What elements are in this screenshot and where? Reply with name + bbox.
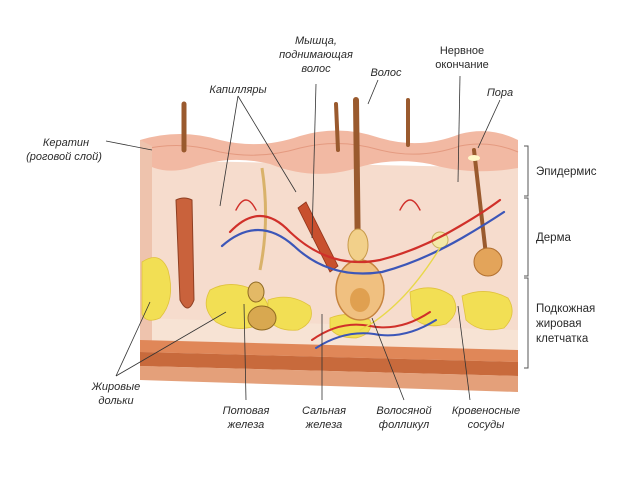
layer-labels: Эпидермис Дерма Подкожная жировая клетча… — [536, 166, 597, 345]
hair-papilla — [350, 288, 370, 312]
hair-shaft-center-2 — [334, 102, 340, 152]
bottom-band-2 — [140, 352, 518, 376]
layer-hypodermis-1: Подкожная — [536, 303, 595, 315]
layer-brackets — [524, 145, 529, 369]
hair-follicle-left — [175, 197, 195, 309]
vein — [220, 210, 506, 275]
leader-follicle — [371, 317, 405, 401]
leader-fat-1 — [115, 301, 151, 377]
label-keratin-sub: (роговой слой) — [26, 151, 102, 163]
label-muscle-1: Мышца, — [295, 35, 337, 47]
epidermis-texture — [139, 143, 519, 156]
arrector-pili-muscle — [297, 201, 339, 273]
label-fat-lobes-2: дольки — [98, 395, 133, 407]
nerve-fiber — [359, 247, 441, 331]
fat-lobule — [461, 291, 513, 331]
capillary-loop — [235, 199, 257, 211]
sweat-gland-coil — [247, 305, 277, 331]
label-capillaries: Капилляры — [209, 84, 266, 96]
labels: Кератин (роговой слой) Капилляры Мышца, … — [26, 35, 520, 431]
label-nerve-2: окончание — [435, 59, 488, 71]
label-nerve-1: Нервное — [440, 45, 484, 57]
leader-hair — [367, 79, 379, 105]
label-hair: Волос — [370, 67, 402, 79]
label-sebaceous-1: Сальная — [302, 405, 346, 417]
artery — [228, 198, 502, 264]
leader-nerve — [457, 75, 461, 183]
hair-follicle-right — [473, 247, 503, 277]
hair-shaft-far-right — [472, 148, 488, 257]
label-sebaceous-2: железа — [305, 419, 343, 431]
leader-sweat — [243, 303, 247, 401]
label-sweat-gland-1: Потовая — [223, 405, 270, 417]
bottom-band-3 — [140, 366, 518, 392]
vein-branch — [315, 319, 437, 349]
label-muscle-3: волос — [301, 63, 331, 75]
label-vessels-2: сосуды — [468, 419, 505, 431]
bracket-epidermis — [524, 145, 529, 197]
leader-lines — [105, 75, 501, 401]
layer-hypodermis-3: клетчатка — [536, 333, 589, 345]
leader-muscle — [311, 83, 317, 239]
label-follicle-2: фолликул — [379, 419, 430, 431]
label-follicle-1: Волосяной — [376, 405, 431, 417]
sweat-duct — [258, 167, 268, 271]
label-muscle-2: поднимающая — [279, 49, 353, 61]
bracket-dermis — [524, 197, 529, 277]
leader-fat-2 — [115, 311, 227, 377]
label-fat-lobes-1: Жировые — [91, 381, 140, 393]
leader-vessels — [457, 305, 471, 401]
label-keratin: Кератин — [43, 137, 89, 149]
layer-dermis: Дерма — [536, 232, 571, 244]
leader-capillaries-b — [237, 95, 297, 193]
layer-epidermis: Эпидермис — [536, 166, 597, 178]
leader-pore — [477, 99, 501, 149]
fat-lobules — [141, 257, 513, 339]
label-sweat-gland-2: железа — [227, 419, 265, 431]
bracket-hypodermis — [524, 277, 529, 369]
leader-capillaries-a — [219, 95, 239, 207]
hairs — [175, 97, 503, 321]
sweat-gland-coil-2 — [247, 281, 265, 303]
layer-hypodermis-2: жировая — [536, 318, 582, 330]
artery-branch — [311, 311, 431, 341]
label-pore: Пора — [487, 87, 513, 99]
epidermis-front — [140, 130, 518, 174]
fat-lobule — [267, 296, 312, 331]
pore-opening — [468, 155, 480, 161]
leader-keratin — [105, 140, 153, 151]
capillary-loop — [399, 199, 421, 211]
sebaceous-gland — [347, 228, 369, 262]
label-vessels-1: Кровеносные — [452, 405, 520, 417]
sweat-gland — [247, 167, 277, 331]
bottom-band-1 — [140, 340, 518, 362]
blood-vessels — [220, 198, 506, 349]
